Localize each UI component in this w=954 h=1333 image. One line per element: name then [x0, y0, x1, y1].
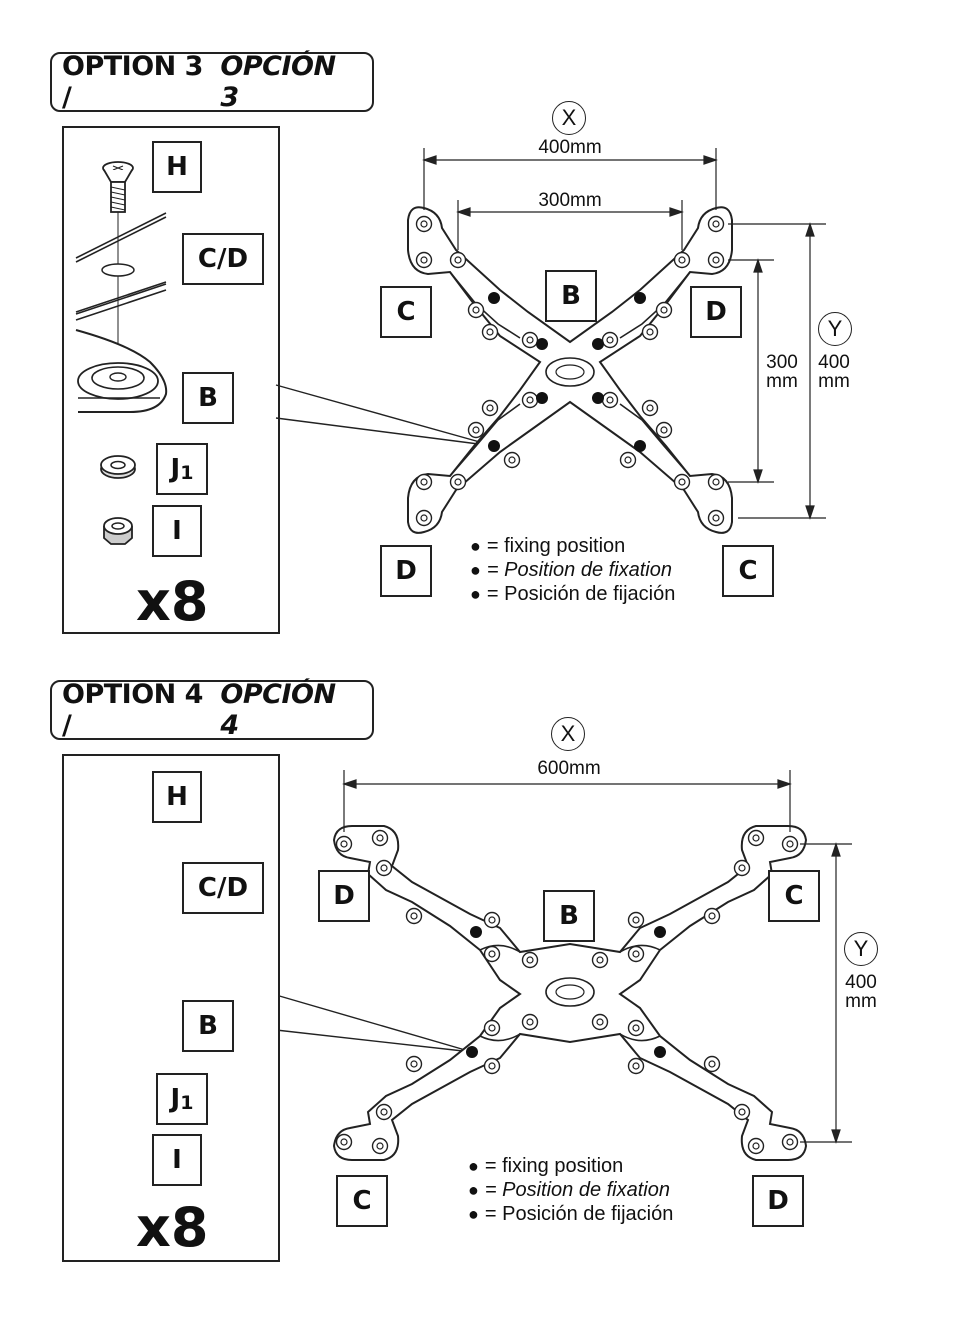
option3-dim-y-inner-value: 300	[766, 352, 798, 373]
option4-legend-en: = fixing position	[468, 1154, 673, 1178]
option3-legend: = fixing position = Position de fixation…	[470, 534, 675, 606]
option4-dim-y-value: 400	[845, 972, 877, 993]
option3-bracket-b-icon	[75, 329, 168, 413]
option3-dim-y-outer-unit: mm	[818, 371, 850, 392]
option4-label-j1-sub: 1	[180, 1092, 194, 1114]
option4-title-italic: OPCIÓN 4	[220, 679, 336, 741]
option3-axis-y: Y	[818, 312, 852, 346]
option4-dim-x: 600mm	[537, 758, 601, 779]
option3-dimension-lines	[422, 148, 826, 520]
option4-dim-y-unit: mm	[845, 991, 877, 1012]
option4-legend: = fixing position = Position de fixation…	[468, 1154, 673, 1226]
option4-legend-es: = Posición de fijación	[468, 1202, 673, 1226]
option4-mounting-plate	[332, 825, 808, 1161]
option4-dim-y: 400 mm	[840, 973, 882, 1011]
option4-corner-bottom-right: D	[752, 1175, 804, 1227]
option4-axis-x: X	[551, 717, 585, 751]
option3-label-j1-text: J	[170, 454, 181, 484]
option3-label-i: I	[152, 505, 202, 557]
option3-dim-x-outer: 400mm	[538, 137, 602, 158]
option4-title: OPTION 4 / OPCIÓN 4	[50, 679, 374, 741]
option4-label-h: H	[152, 771, 202, 823]
option3-corner-top-right: D	[690, 286, 742, 338]
option3-legend-fr: = Position de fixation	[470, 558, 675, 582]
option4-label-b: B	[182, 1000, 234, 1052]
option3-panel-cd-icon	[75, 212, 167, 321]
option3-corner-bottom-left: D	[380, 545, 432, 597]
option3-plate-label-b: B	[545, 270, 597, 322]
option4-axis-y: Y	[844, 932, 878, 966]
option3-dim-y-inner-unit: mm	[766, 371, 798, 392]
option4-corner-top-right: C	[768, 870, 820, 922]
option3-dim-x-inner: 300mm	[538, 190, 602, 211]
option4-corner-top-left: D	[318, 870, 370, 922]
option3-dim-y-outer: 400 mm	[814, 353, 854, 391]
option4-label-j1-text: J	[170, 1084, 181, 1114]
option3-screw-icon	[102, 161, 134, 213]
option3-label-cd: C/D	[182, 233, 264, 285]
option3-title: OPTION 3 / OPCIÓN 3	[50, 51, 374, 113]
option3-nut-icon	[103, 517, 133, 545]
option4-quantity: x8	[136, 1196, 209, 1259]
option4-label-i: I	[152, 1134, 202, 1186]
option3-washer-icon	[100, 455, 136, 479]
option3-quantity: x8	[136, 570, 209, 633]
option3-label-b: B	[182, 372, 234, 424]
option3-legend-en: = fixing position	[470, 534, 675, 558]
option3-mounting-plate	[407, 206, 733, 534]
option4-dimension-lines	[342, 770, 852, 1144]
option3-dim-y-outer-value: 400	[818, 352, 850, 373]
option3-corner-bottom-right: C	[722, 545, 774, 597]
option3-label-h: H	[152, 141, 202, 193]
option3-legend-es: = Posición de fijación	[470, 582, 675, 606]
option3-label-j1-sub: 1	[180, 462, 194, 484]
option3-corner-top-left: C	[380, 286, 432, 338]
option4-legend-fr: = Position de fixation	[468, 1178, 673, 1202]
option3-title-main: OPTION 3 /	[62, 51, 203, 113]
option4-label-cd: C/D	[182, 862, 264, 914]
option4-title-main: OPTION 4 /	[62, 679, 203, 741]
option4-corner-bottom-left: C	[336, 1175, 388, 1227]
option4-plate-label-b: B	[543, 890, 595, 942]
option3-dim-y-inner: 300 mm	[762, 353, 802, 391]
option3-axis-x: X	[552, 101, 586, 135]
option3-title-italic: OPCIÓN 3	[220, 51, 336, 113]
